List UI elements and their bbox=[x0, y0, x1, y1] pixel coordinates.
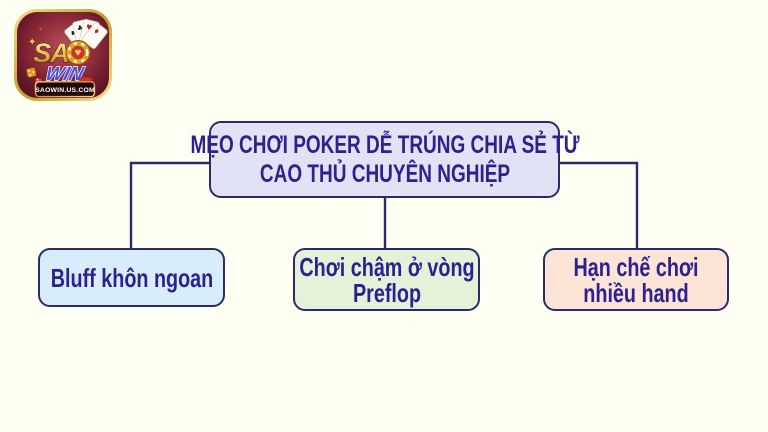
node-bluff-label: Bluff khôn ngoan bbox=[50, 262, 213, 293]
node-preflop: Chơi chậm ở vòng Preflop bbox=[293, 248, 480, 311]
svg-text:♥: ♥ bbox=[85, 23, 93, 32]
sparkle-icon-small: ✦ bbox=[38, 26, 43, 33]
sparkle-icon: ✦ bbox=[28, 37, 36, 48]
connector-right bbox=[556, 161, 639, 252]
playing-cards-fan-icon: ♠ ♣ ♥ ♦ bbox=[64, 19, 108, 49]
node-limit-hands: Hạn chế chơi nhiều hand bbox=[543, 248, 729, 311]
svg-text:♠: ♠ bbox=[69, 28, 79, 38]
site-url-text: SAOWIN.US.COM bbox=[35, 87, 95, 94]
saowin-logo: ♠ ♣ ♥ ♦ ✦ ✦ SAO bbox=[14, 9, 112, 101]
saowin-logo-graphic: ♠ ♣ ♥ ♦ ✦ ✦ SAO bbox=[14, 9, 112, 101]
svg-text:♥: ♥ bbox=[74, 48, 81, 57]
connector-left bbox=[129, 161, 214, 252]
svg-text:♦: ♦ bbox=[91, 26, 101, 36]
node-preflop-label: Chơi chậm ở vòng Preflop bbox=[298, 251, 475, 308]
root-label: MẸO CHƠI POKER DỄ TRÚNG CHIA SẺ TỪ CAO T… bbox=[189, 130, 580, 188]
svg-text:♣: ♣ bbox=[76, 24, 84, 33]
site-url-banner: SAOWIN.US.COM bbox=[34, 81, 96, 98]
node-root: MẸO CHƠI POKER DỄ TRÚNG CHIA SẺ TỪ CAO T… bbox=[190, 121, 579, 198]
poker-chip-icon: ♥ bbox=[65, 40, 91, 65]
brand-text-win: WIN bbox=[43, 64, 86, 85]
node-limit-hands-label: Hạn chế chơi nhiều hand bbox=[573, 251, 699, 308]
node-bluff: Bluff khôn ngoan bbox=[38, 248, 225, 307]
